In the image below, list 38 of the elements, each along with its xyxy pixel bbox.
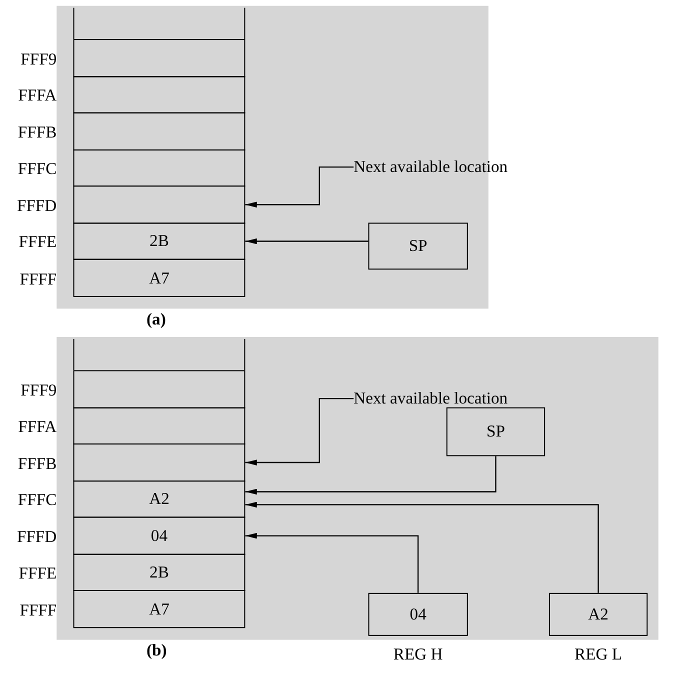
arrow	[245, 238, 368, 244]
memory-value: 04	[150, 526, 168, 546]
address-label: FFFB	[18, 122, 57, 142]
address-label: FFF9	[20, 380, 57, 400]
address-label: FFFE	[18, 564, 57, 584]
address-label: FFFF	[20, 269, 57, 289]
address-label: FFFA	[18, 417, 57, 437]
memory-value: 2B	[150, 232, 169, 252]
arrow	[245, 166, 354, 208]
arrow	[245, 532, 419, 593]
address-label: FFF9	[20, 49, 57, 69]
address-label: FFFC	[18, 490, 57, 510]
arrow	[245, 456, 496, 495]
register-box	[446, 407, 546, 456]
register-value: SP	[408, 236, 428, 256]
register-name: REG L	[574, 644, 622, 664]
memory-value: A7	[149, 268, 170, 288]
address-label: FFFB	[18, 454, 57, 474]
address-label: FFFC	[18, 159, 57, 179]
panel-caption: (a)	[146, 310, 166, 330]
memory-value: 2B	[150, 562, 169, 582]
annotation-text: Next available location	[354, 386, 578, 412]
address-label: FFFD	[16, 196, 57, 216]
arrow	[245, 398, 354, 466]
address-label: FFFF	[20, 600, 57, 620]
register-box	[368, 222, 468, 270]
register-value: SP	[486, 422, 505, 442]
address-label: FFFA	[18, 86, 57, 106]
address-label: FFFD	[16, 527, 57, 547]
arrow	[245, 502, 599, 593]
panel-caption: (b)	[146, 640, 167, 660]
register-name: REG H	[393, 644, 443, 664]
annotation-text: Next available location	[354, 154, 578, 180]
memory-value: A2	[149, 489, 170, 509]
register-value: A2	[588, 604, 608, 624]
register-value: 04	[410, 604, 426, 624]
memory-value: A7	[149, 599, 170, 619]
address-label: FFFE	[18, 232, 57, 252]
